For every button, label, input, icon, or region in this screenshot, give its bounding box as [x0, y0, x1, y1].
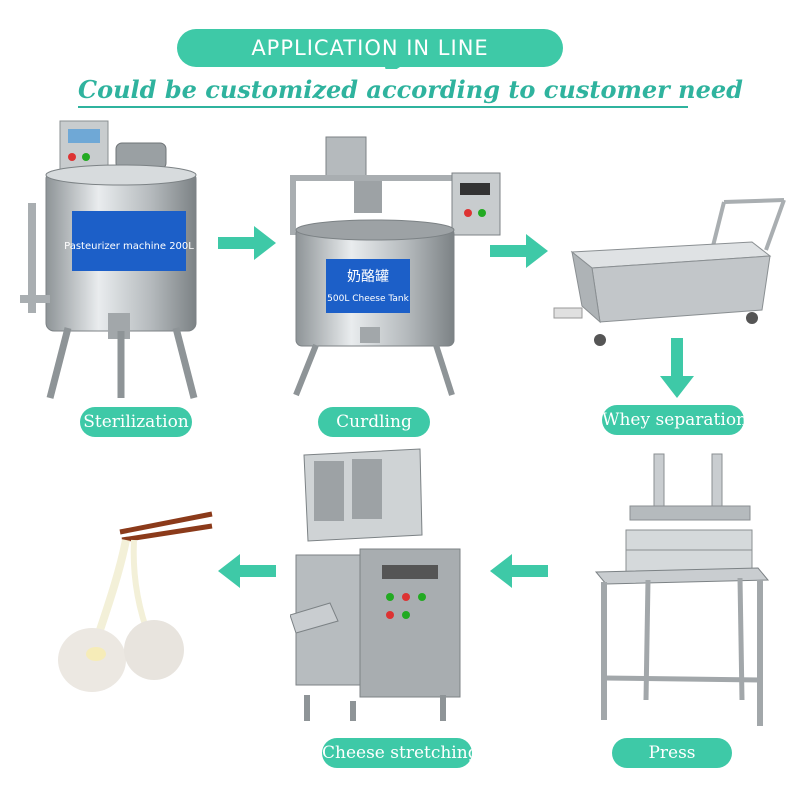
arrow-down-icon — [660, 338, 694, 398]
machine-label-cn: 奶酪罐 — [347, 269, 389, 285]
cheese-tank-image: 奶酪罐 500L Cheese Tank — [290, 136, 501, 397]
arrow-left-icon — [490, 554, 548, 588]
page-subtitle: Could be customized according to custome… — [78, 75, 743, 104]
pasteurizer-machine-image: Pasteurizer machine 200L — [20, 120, 198, 399]
page-title: APPLICATION IN LINE — [251, 36, 489, 60]
step-label-press: Press — [612, 738, 732, 768]
arrow-right-icon — [490, 234, 548, 268]
header-banner — [177, 29, 563, 69]
machine-label: 500L Cheese Tank — [327, 294, 409, 304]
cheese-stretching-machine-image — [290, 448, 461, 721]
stretched-cheese-product-image — [58, 511, 213, 692]
step-label-whey-separation: Whey separation — [602, 405, 744, 435]
subtitle-underline — [78, 106, 688, 108]
arrow-right-icon — [218, 226, 276, 260]
whey-separation-cart-image — [553, 198, 786, 346]
machine-label: Pasteurizer machine 200L — [64, 241, 194, 252]
step-label-cheese-stretching: Cheese stretching — [322, 738, 472, 768]
step-label-sterilization: Sterilization — [80, 407, 192, 437]
arrow-left-icon — [218, 554, 276, 588]
press-machine-image — [594, 453, 770, 726]
step-label-curdling: Curdling — [318, 407, 430, 437]
